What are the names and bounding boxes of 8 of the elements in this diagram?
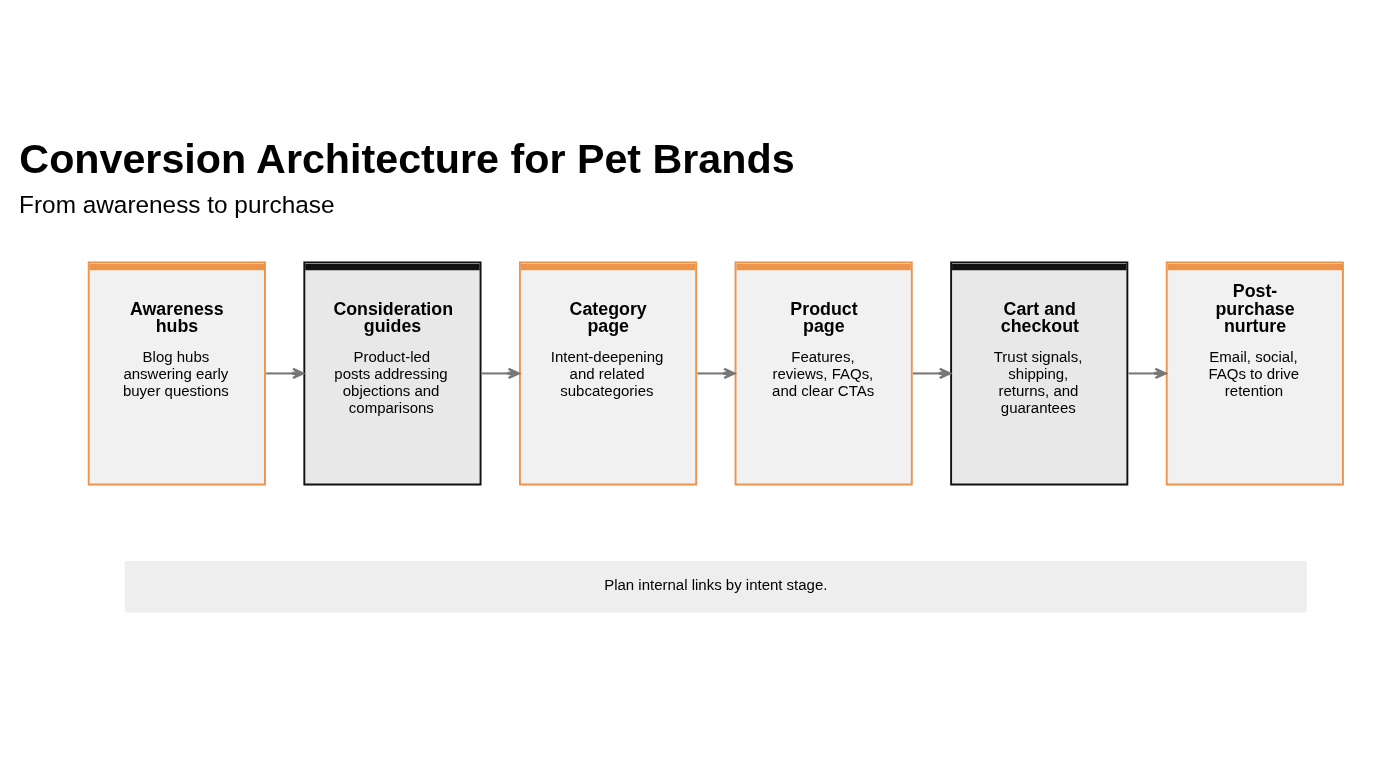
arrow: [266, 367, 305, 379]
arrow: [481, 367, 520, 379]
caption: Plan internal links by intent stage.: [604, 575, 828, 593]
arrow: [1128, 367, 1167, 379]
label: From awareness to purchase: [19, 189, 335, 217]
diagram-title: Conversion Architecture for Pet Brands: [19, 135, 795, 182]
arrow: [912, 367, 952, 379]
arrow: [697, 367, 736, 379]
